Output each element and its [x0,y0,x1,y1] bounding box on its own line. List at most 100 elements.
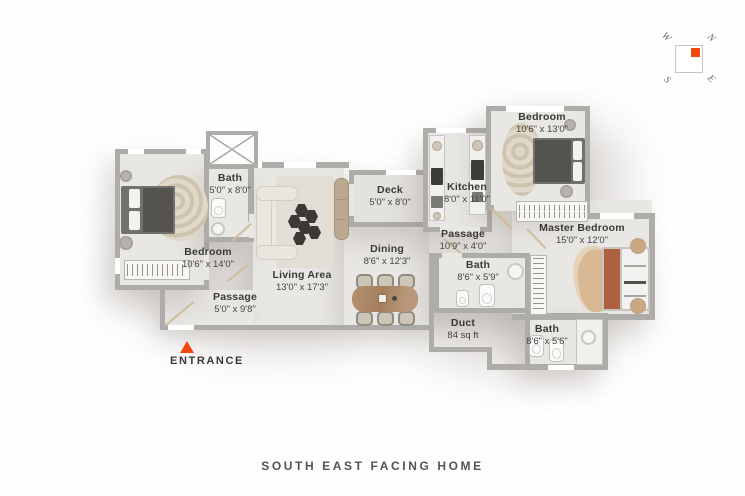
room-label-kitchen: Kitchen 8'0" x 11'0" [444,181,490,206]
room-name: Kitchen [447,181,487,193]
room-label-master-bedroom: Master Bedroom 15'0" x 12'0" [539,222,625,247]
compass-letter-e: E [704,72,718,86]
room-name: Living Area [272,269,332,281]
room-dims: 8'0" x 11'0" [443,194,491,205]
shower-tray [529,335,544,357]
wardrobe [530,255,547,315]
dining-chair [377,311,394,326]
room-label-passage-mid: Passage 10'9" x 4'0" [440,228,487,253]
sink [211,222,225,236]
window-notch [115,258,120,274]
room-dims: 8'6" x 5'6" [526,336,568,347]
room-name: Dining [370,243,404,255]
room-name: Bath [534,323,560,335]
room-dims: 5'0" x 9'8" [214,304,256,315]
tv-console [334,178,349,240]
shaft-x-icon [210,135,254,164]
room-label-dining: Dining 8'6" x 12'3" [364,243,411,268]
room-name: Bedroom [184,246,232,258]
window-notch [386,170,416,175]
room-name: Bedroom [518,111,566,123]
room-dims: 10'6" x 13'0" [515,124,569,135]
compass-north-marker [691,48,700,57]
room-dims: 84 sq ft [447,330,479,341]
nightstand [630,238,646,254]
door-gap [249,214,254,238]
pouf [564,119,576,131]
room-label-bath-bottom: Bath 8'6" x 5'6" [526,323,568,348]
wall [512,314,655,320]
toilet [211,198,226,218]
wall [248,162,253,222]
dining-chair [398,274,415,289]
wardrobe [124,260,190,280]
coffee-table [286,204,322,250]
room-label-duct: Duct 84 sq ft [447,317,478,342]
sink [507,263,524,280]
room-label-living: Living Area 13'0" x 17'3" [273,269,332,294]
window-notch [506,106,564,112]
room-dims: 10'6" x 14'0" [181,259,235,270]
wall [649,213,655,320]
entrance-arrow-icon [180,341,194,353]
room-name: Passage [440,228,486,240]
dining-chair [356,311,373,326]
wardrobe [516,201,588,222]
wall [160,285,165,330]
bed [121,186,175,234]
room-name: Duct [450,317,476,329]
window-notch [284,162,316,168]
window-notch [186,149,201,154]
toilet [549,339,564,362]
room-dims: 13'0" x 17'3" [275,282,329,293]
room-label-deck: Deck 5'0" x 8'0" [369,184,411,209]
entrance-label: ENTRANCE [170,355,244,367]
room-label-bedroom-left: Bedroom 10'6" x 14'0" [182,246,234,271]
room-dims: 15'0" x 12'0" [555,235,609,246]
window-notch [436,128,466,133]
compass-letter-n: N [704,31,718,45]
plan-title: SOUTH EAST FACING HOME [261,459,484,473]
wall [429,347,492,352]
compass-icon [675,45,703,73]
wall [160,325,434,330]
door-gap [440,227,480,233]
dining-chair [377,274,394,289]
room-name: Deck [377,184,403,196]
wall [525,253,530,314]
room-name: Bath [465,259,491,271]
window-notch [548,365,574,370]
wall [487,347,492,369]
room-dims: 5'0" x 8'0" [209,185,251,196]
window-notch [128,149,144,154]
sofa [256,245,298,260]
room-dims: 10'9" x 4'0" [439,241,487,252]
compass-letter-w: W [659,30,673,44]
pouf [560,185,573,198]
shaft-box [206,131,258,168]
pouf [119,236,133,250]
bed [602,247,650,311]
room-dims: 8'6" x 5'9" [457,272,499,283]
room-label-bath-mid: Bath 8'6" x 5'9" [457,259,499,284]
room-name: Bath [217,172,243,184]
room-name: Passage [212,291,258,303]
room-label-bedroom-top: Bedroom 10'6" x 13'0" [516,111,568,136]
pouf [120,170,132,182]
passage-left-floor [165,290,253,325]
door-gap [494,204,520,211]
room-dims: 5'0" x 8'0" [369,197,411,208]
sink [581,330,596,345]
kitchen-counter [429,135,445,221]
room-label-bath-top: Bath 5'0" x 8'0" [209,172,251,197]
dining-table [352,286,418,312]
entrance-opening [168,325,194,330]
nightstand [630,298,646,314]
window-notch [600,213,634,219]
sofa [256,186,298,201]
door-gap [204,250,209,280]
compass-letter-s: S [661,74,673,86]
kitchen-counter [469,135,486,215]
room-dims: 8'6" x 12'3" [363,256,411,267]
